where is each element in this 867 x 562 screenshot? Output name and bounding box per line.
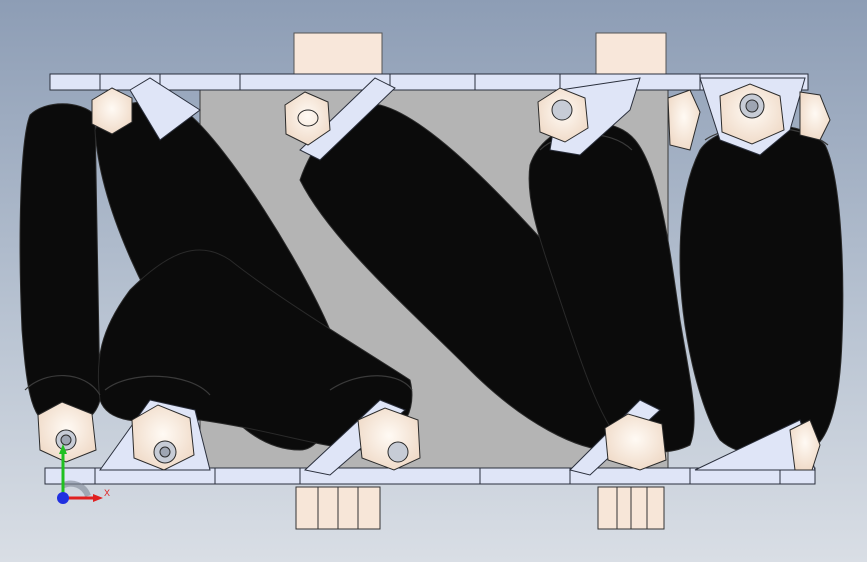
nut-6[interactable] xyxy=(799,91,831,141)
y-axis-arrowhead xyxy=(59,444,67,454)
nut-7[interactable] xyxy=(37,401,97,463)
bottom-nut-left xyxy=(295,486,381,530)
nut-10[interactable] xyxy=(604,413,667,471)
nut-1[interactable] xyxy=(91,87,133,135)
nut-9[interactable] xyxy=(357,407,421,471)
roller-3[interactable] xyxy=(97,249,413,451)
x-axis-arrowhead xyxy=(93,494,103,502)
x-axis-label: X xyxy=(104,488,110,498)
bottom-frame-rail xyxy=(44,467,816,485)
roller-6[interactable] xyxy=(679,124,844,457)
z-axis-dot xyxy=(57,492,69,504)
bottom-nut-right xyxy=(597,486,665,530)
nut-4[interactable] xyxy=(719,83,785,145)
nut-8[interactable] xyxy=(131,404,195,471)
nut-2[interactable] xyxy=(284,91,331,146)
top-spacer-left xyxy=(293,32,383,77)
nut-11[interactable] xyxy=(789,419,821,471)
roller-1[interactable] xyxy=(19,103,101,427)
roller-5[interactable] xyxy=(528,122,695,453)
nut-5[interactable] xyxy=(667,89,701,151)
bracket-top-center xyxy=(299,77,396,161)
nut-3[interactable] xyxy=(537,87,589,143)
triad-shadow xyxy=(60,480,91,498)
coordinate-triad: X xyxy=(57,444,110,504)
bracket-top-left xyxy=(129,77,201,141)
top-spacer-right xyxy=(595,32,667,77)
